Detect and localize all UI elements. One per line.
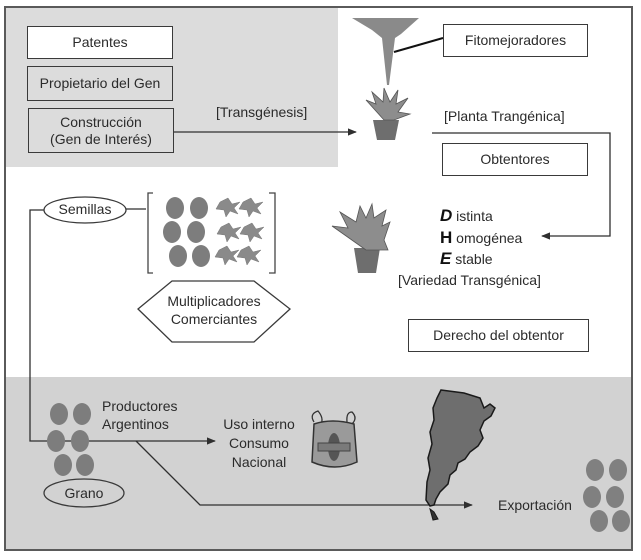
seed-icon bbox=[166, 197, 184, 219]
grain-icon bbox=[73, 403, 91, 425]
multiplicadores-label-1: Multiplicadores bbox=[167, 293, 261, 309]
derecho-obtentor-label: Derecho del obtentor bbox=[433, 327, 564, 343]
fitomejoradores-label: Fitomejoradores bbox=[464, 32, 567, 48]
seed-group bbox=[163, 197, 210, 267]
seed-icon bbox=[192, 245, 210, 267]
h-rest: omogénea bbox=[456, 230, 523, 246]
dhe-homogenea: H omogénea bbox=[440, 229, 522, 247]
exportacion-label: Exportación bbox=[498, 497, 572, 513]
planta-transgenica-label: [Planta Trangénica] bbox=[444, 108, 565, 124]
fitomejoradores-box: Fitomejoradores bbox=[443, 24, 588, 57]
grain-sack-icon bbox=[311, 410, 358, 468]
funnel-icon bbox=[352, 18, 419, 85]
seedling-group bbox=[214, 197, 265, 266]
seedling-icon bbox=[215, 197, 241, 218]
grain-icon bbox=[50, 403, 68, 425]
e-letter: E bbox=[440, 249, 452, 268]
export-grain-group bbox=[583, 459, 630, 532]
construccion-box: Construcción (Gen de Interés) bbox=[28, 108, 174, 153]
seed-icon bbox=[163, 221, 181, 243]
h-letter: H bbox=[440, 228, 453, 247]
propietario-box: Propietario del Gen bbox=[27, 66, 173, 101]
construccion-label-2: (Gen de Interés) bbox=[50, 130, 152, 147]
fitomejoradores-connector bbox=[393, 37, 444, 53]
semillas-label: Semillas bbox=[58, 201, 112, 217]
uso-interno-label-1: Uso interno bbox=[223, 416, 295, 432]
dhe-estable: E stable bbox=[440, 250, 493, 268]
grain-group bbox=[47, 403, 94, 476]
export-line bbox=[135, 440, 473, 509]
seed-icon bbox=[190, 197, 208, 219]
dhe-distinta: D istinta bbox=[440, 207, 493, 225]
grain-icon bbox=[590, 510, 608, 532]
d-rest: istinta bbox=[456, 208, 493, 224]
e-rest: stable bbox=[455, 251, 493, 267]
grain-icon bbox=[54, 454, 72, 476]
productores-label-2: Argentinos bbox=[102, 416, 169, 432]
transgenesis-label: [Transgénesis] bbox=[216, 104, 308, 120]
patentes-label: Patentes bbox=[72, 34, 128, 50]
tierra-del-fuego-icon bbox=[429, 507, 439, 521]
grain-icon bbox=[71, 430, 89, 452]
seedling-icon bbox=[239, 222, 265, 243]
propietario-label: Propietario del Gen bbox=[39, 75, 161, 91]
uso-interno-label-2: Consumo bbox=[229, 435, 289, 451]
variedad-transgenica-label: [Variedad Transgénica] bbox=[398, 272, 541, 288]
seedling-icon bbox=[238, 197, 264, 218]
obtentores-flow-arrow bbox=[432, 132, 611, 240]
multiplicadores-hexagon bbox=[137, 280, 292, 343]
seedling-icon bbox=[236, 245, 262, 266]
seedling-icon bbox=[216, 222, 242, 243]
construccion-label-1: Construcción bbox=[60, 113, 142, 130]
obtentores-box: Obtentores bbox=[442, 143, 588, 176]
uso-interno-label-3: Nacional bbox=[231, 454, 287, 470]
seed-bracket-left bbox=[147, 192, 153, 274]
seedling-icon bbox=[214, 245, 240, 266]
seed-icon bbox=[187, 221, 205, 243]
semillas-ellipse bbox=[43, 196, 127, 224]
grain-icon bbox=[612, 510, 630, 532]
grain-icon bbox=[586, 459, 604, 481]
transgenic-plant-icon bbox=[365, 87, 412, 140]
multiplicadores-label-2: Comerciantes bbox=[170, 311, 258, 327]
seed-icon bbox=[169, 245, 187, 267]
derecho-obtentor-box: Derecho del obtentor bbox=[408, 319, 589, 352]
grain-icon bbox=[76, 454, 94, 476]
argentina-map-icon bbox=[425, 389, 496, 507]
obtentores-label: Obtentores bbox=[480, 151, 550, 167]
grain-icon bbox=[609, 459, 627, 481]
grain-icon bbox=[606, 486, 624, 508]
variety-plant-icon bbox=[331, 202, 391, 273]
semillas-to-productores-line bbox=[29, 209, 216, 445]
grano-ellipse bbox=[43, 478, 125, 508]
d-letter: D bbox=[440, 206, 453, 225]
productores-label-1: Productores bbox=[102, 398, 178, 414]
grain-icon bbox=[583, 486, 601, 508]
seed-bracket-right bbox=[269, 192, 276, 274]
patentes-box: Patentes bbox=[27, 26, 173, 59]
grano-label: Grano bbox=[64, 485, 104, 501]
grain-icon bbox=[47, 430, 65, 452]
